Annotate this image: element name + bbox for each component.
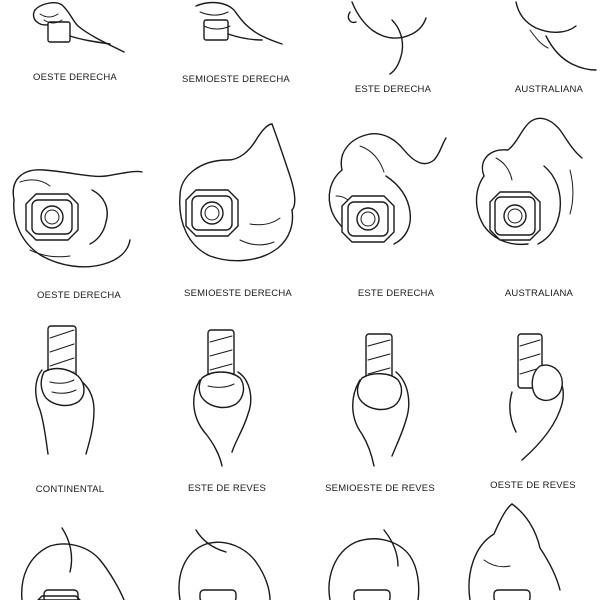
- hand-australiana-end-icon: [475, 117, 583, 246]
- caption-oeste-derecha-2: OESTE DERECHA: [37, 290, 121, 301]
- hand-semioeste-derecha-end-icon: [179, 123, 296, 262]
- hand-bottom-4-icon: [468, 503, 561, 600]
- hand-bottom-3-icon: [328, 529, 420, 600]
- hand-este-derecha-top-icon: [347, 1, 427, 75]
- caption-continental: CONTINENTAL: [35, 484, 105, 495]
- caption-semioeste-derecha-1: SEMIOESTE DERECHA: [182, 74, 290, 85]
- caption-oeste-de-reves: OESTE DE REVES: [490, 480, 576, 491]
- hand-este-de-reves-icon: [193, 329, 252, 467]
- caption-semioeste-derecha-2: SEMIOESTE DERECHA: [184, 288, 292, 299]
- hand-continental-icon: [35, 325, 95, 455]
- caption-semioeste-de-reves: SEMIOESTE DE REVES: [325, 483, 435, 494]
- caption-este-derecha-1: ESTE DERECHA: [354, 84, 432, 95]
- caption-este-derecha-2: ESTE DERECHA: [357, 288, 435, 299]
- hand-australiana-top-icon: [515, 1, 597, 71]
- hand-bottom-1-icon: [21, 527, 125, 600]
- hand-oeste-de-reves-icon: [509, 333, 564, 461]
- hand-bottom-2-icon: [178, 529, 271, 600]
- hand-este-derecha-end-icon: [328, 133, 447, 245]
- caption-australiana-1: AUSTRALIANA: [514, 84, 584, 95]
- hand-semioeste-de-reves-icon: [352, 333, 410, 467]
- hand-oeste-derecha-top-icon: [32, 2, 125, 53]
- caption-australiana-2: AUSTRALIANA: [504, 288, 574, 299]
- hand-semioeste-derecha-top-icon: [195, 1, 283, 45]
- caption-este-de-reves: ESTE DE REVES: [187, 483, 267, 494]
- hand-oeste-derecha-end-icon: [12, 169, 143, 268]
- caption-oeste-derecha-1: OESTE DERECHA: [33, 72, 117, 83]
